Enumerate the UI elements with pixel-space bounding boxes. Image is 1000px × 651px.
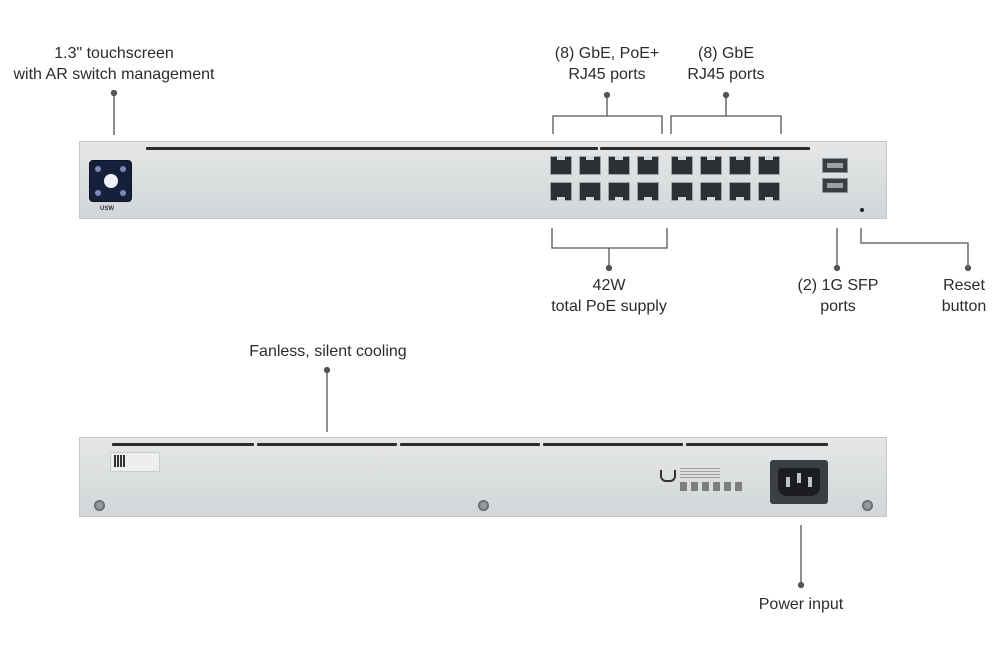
rj45-port[interactable] — [729, 156, 751, 175]
screw-icon — [862, 500, 873, 511]
label-reset-button: Reset button — [941, 277, 987, 315]
screen-icon-tr — [120, 166, 126, 172]
label-touchscreen: 1.3" touchscreen with AR switch manageme… — [13, 45, 215, 83]
socket-pin — [797, 473, 801, 483]
rj45-port[interactable] — [637, 182, 659, 201]
label-gbe-ports: (8) GbE RJ45 ports — [687, 45, 765, 83]
callout-dot-reset — [964, 264, 972, 272]
bracket-poe-ports — [552, 115, 663, 134]
screw-icon — [94, 500, 105, 511]
rj45-port[interactable] — [671, 182, 693, 201]
certification-marks-icon — [680, 482, 746, 491]
switch-rear-panel — [79, 437, 887, 517]
front-vent-left — [146, 147, 598, 150]
rear-vent — [112, 443, 254, 446]
rj45-port[interactable] — [608, 156, 630, 175]
sfp-port[interactable] — [822, 158, 848, 173]
rj45-port[interactable] — [550, 182, 572, 201]
sfp-port[interactable] — [822, 178, 848, 193]
qr-code-icon — [114, 455, 126, 467]
rj45-port[interactable] — [608, 182, 630, 201]
callout-dot-power — [797, 581, 805, 589]
switch-front-panel: USW — [79, 141, 887, 219]
rj45-port[interactable] — [579, 182, 601, 201]
screen-center-icon — [104, 174, 118, 188]
bracket-gbe-ports — [670, 115, 782, 134]
callout-line-reset — [860, 228, 969, 268]
model-badge: USW — [100, 206, 114, 212]
label-poe-supply: 42W total PoE supply — [551, 277, 667, 315]
rear-vent — [400, 443, 540, 446]
rj45-port[interactable] — [729, 182, 751, 201]
rj45-port[interactable] — [700, 182, 722, 201]
rj45-port[interactable] — [637, 156, 659, 175]
screen-icon-br — [120, 190, 126, 196]
rj45-port[interactable] — [758, 182, 780, 201]
rear-vent — [543, 443, 683, 446]
rj45-port[interactable] — [550, 156, 572, 175]
rear-vent — [257, 443, 397, 446]
screen-icon-tl — [95, 166, 101, 172]
callout-dot-poe-supply — [605, 264, 613, 272]
front-vent-right — [600, 147, 810, 150]
socket-pin — [786, 477, 790, 487]
screw-icon — [478, 500, 489, 511]
touchscreen-display[interactable] — [89, 160, 132, 202]
regulatory-text-block — [680, 468, 720, 478]
label-poe-ports: (8) GbE, PoE+ RJ45 ports — [554, 45, 660, 83]
rj45-port[interactable] — [579, 156, 601, 175]
iec-socket-icon — [778, 468, 820, 496]
serial-sticker — [110, 452, 160, 472]
rj45-port[interactable] — [758, 156, 780, 175]
label-power-input: Power input — [758, 596, 844, 613]
power-input-socket[interactable] — [770, 460, 828, 504]
socket-pin — [808, 477, 812, 487]
label-cooling: Fanless, silent cooling — [249, 343, 407, 360]
label-sfp-ports: (2) 1G SFP ports — [797, 277, 879, 315]
brand-logo-icon — [660, 470, 676, 482]
screen-icon-bl — [95, 190, 101, 196]
rj45-port[interactable] — [671, 156, 693, 175]
rj45-port[interactable] — [700, 156, 722, 175]
callout-dot-sfp — [833, 264, 841, 272]
bracket-poe-supply — [551, 228, 668, 249]
rear-vent — [686, 443, 828, 446]
reset-button[interactable] — [860, 208, 864, 212]
